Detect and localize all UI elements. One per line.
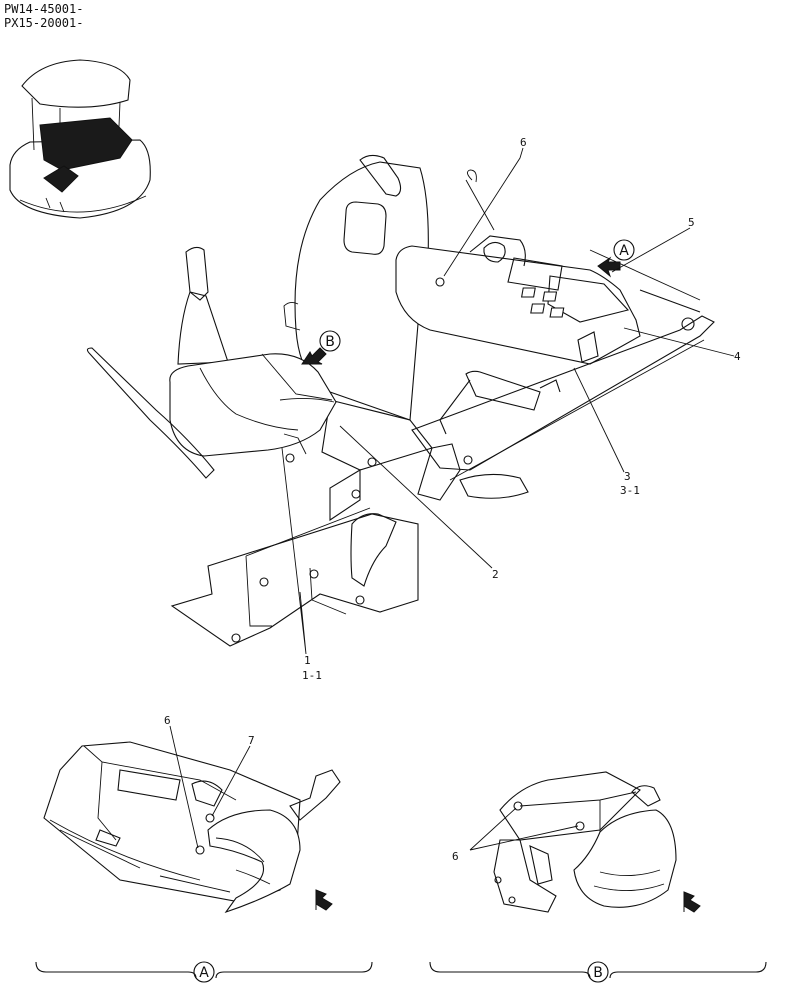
view-arrow-b: B (301, 330, 341, 365)
callout-2: 2 (492, 568, 499, 581)
switch-2 (542, 291, 558, 302)
detail-b-bracket (429, 961, 767, 979)
callout-5: 5 (688, 216, 695, 229)
switch-4 (549, 307, 565, 318)
model-code-2: PX15-20001- (4, 16, 84, 30)
callout-1: 1 (304, 654, 311, 667)
leader-6-detail-b (469, 807, 579, 851)
detail-a-label: A (199, 965, 209, 981)
callout-6-detail-a: 6 (164, 714, 171, 727)
detail-b-circle (587, 961, 609, 983)
callout-6-main: 6 (520, 136, 527, 149)
screw-hole (435, 277, 445, 287)
switch-1 (520, 287, 536, 298)
callout-7: 7 (248, 734, 255, 747)
callout-1-1: 1-1 (302, 669, 322, 682)
callout-4: 4 (734, 350, 741, 363)
detail-b-drawing (493, 771, 701, 913)
machine-locator-thumbnail (9, 59, 151, 219)
model-code-1: PW14-45001- (4, 2, 84, 16)
leader-7 (211, 745, 251, 817)
callout-3: 3 (624, 470, 631, 483)
detail-b-label: B (593, 965, 603, 981)
detail-a-bracket (35, 961, 373, 979)
view-a-marker: A (619, 243, 629, 259)
leader-6-detail-a (169, 725, 199, 849)
detail-a-drawing (43, 741, 341, 914)
callout-3-1: 3-1 (620, 484, 640, 497)
switch-3 (530, 303, 546, 314)
callout-6-detail-b: 6 (452, 850, 459, 863)
view-arrow-a: A (597, 239, 635, 278)
main-assembly (86, 154, 715, 647)
model-code-block: PW14-45001- PX15-20001- (4, 2, 83, 30)
detail-a-circle (193, 961, 215, 983)
leader-lines-main (281, 147, 735, 655)
view-b-marker: B (325, 334, 335, 350)
